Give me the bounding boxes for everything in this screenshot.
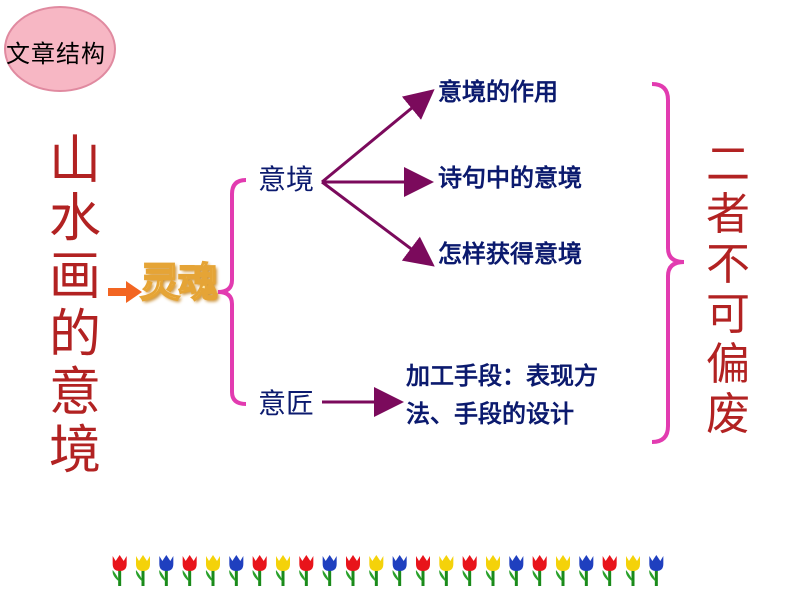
tulip-icon: [532, 555, 547, 586]
node-yijing: 意境: [258, 163, 315, 196]
conclusion-char: 者: [706, 189, 750, 240]
conclusion-char: 废: [706, 389, 750, 440]
node-processing-line2: 法、手段的设计: [406, 400, 574, 428]
conclusion-char: 可: [706, 289, 750, 340]
conclusion-char: 不: [706, 239, 750, 290]
title-char: 山: [48, 131, 101, 191]
node-processing-line1: 加工手段：表现方: [406, 362, 598, 390]
tulip-icon: [229, 555, 244, 586]
title-char: 意: [48, 363, 101, 423]
arrow-to-role: [321, 89, 435, 184]
right-brace: [651, 82, 685, 444]
soul-label: 灵魂: [139, 258, 219, 307]
tulip-icon: [579, 555, 594, 586]
tulip-border: [112, 555, 664, 586]
tulip-icon: [299, 555, 314, 586]
conclusion-vertical: 二 者 不 可 偏 废: [700, 140, 756, 440]
node-how-to-obtain-yijing: 怎样获得意境: [438, 240, 582, 268]
left-brace: [217, 178, 247, 406]
main-title-vertical: 山 水 画 的 意 境: [40, 132, 110, 480]
tulip-icon: [182, 555, 197, 586]
tulip-icon: [369, 555, 384, 586]
arrow-to-obtain: [321, 180, 435, 267]
title-char: 画: [48, 247, 101, 307]
tulip-icon: [439, 555, 454, 586]
tulip-icon: [462, 555, 477, 586]
tulip-icon: [159, 555, 174, 586]
conclusion-char: 偏: [706, 339, 750, 390]
tulip-icon: [205, 555, 220, 586]
tulip-icon: [252, 555, 267, 586]
tulip-icon: [112, 555, 127, 586]
node-yijiang: 意匠: [258, 387, 315, 420]
tulip-icon: [135, 555, 150, 586]
tulip-icon: [649, 555, 664, 586]
tulip-icon: [555, 555, 570, 586]
tulip-icon: [509, 555, 524, 586]
title-char: 水: [48, 189, 101, 249]
tulip-icon: [345, 555, 360, 586]
section-badge: [4, 6, 116, 92]
title-char: 的: [48, 305, 101, 365]
conclusion-char: 二: [706, 139, 750, 190]
tulip-icon: [275, 555, 290, 586]
node-role-of-yijing: 意境的作用: [438, 78, 558, 106]
section-badge-label: 文章结构: [6, 40, 106, 68]
tulip-icon: [392, 555, 407, 586]
tulip-icon: [485, 555, 500, 586]
tulip-icon: [602, 555, 617, 586]
tulip-icon: [322, 555, 337, 586]
tulip-icon: [625, 555, 640, 586]
title-to-soul-arrow: [108, 281, 142, 303]
tulip-icon: [415, 555, 430, 586]
title-char: 境: [48, 421, 101, 481]
node-yijing-in-poems: 诗句中的意境: [438, 164, 582, 192]
